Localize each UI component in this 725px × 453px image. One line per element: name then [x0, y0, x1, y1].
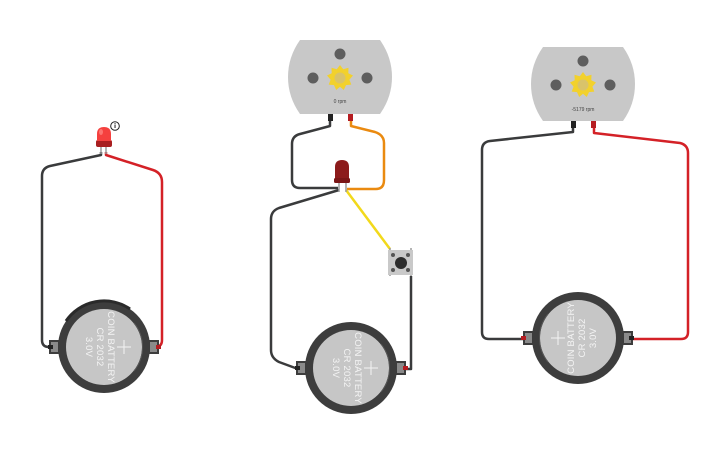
- plus-icon: [364, 361, 378, 375]
- coin-battery[interactable]: COIN BATTERY CR 2032 3.0V: [48, 299, 161, 393]
- dc-motor[interactable]: 0 rpm: [288, 40, 392, 121]
- wire-black-led-to-battery[interactable]: [40, 152, 103, 349]
- svg-text:CR 2032: CR 2032: [577, 319, 588, 358]
- svg-text:COIN BATTERY: COIN BATTERY: [352, 332, 363, 404]
- svg-text:COIN BATTERY: COIN BATTERY: [105, 311, 116, 383]
- wire-black-led-to-battery[interactable]: [269, 188, 340, 371]
- svg-text:-5179 rpm: -5179 rpm: [572, 107, 595, 113]
- plus-icon: [117, 340, 131, 354]
- led-lit[interactable]: [96, 127, 112, 154]
- circuit-3: -5179 rpm COIN BATTERY CR 2032 3.0V: [480, 47, 690, 384]
- circuit-2: 0 rpm: [269, 40, 413, 414]
- svg-text:CR 2032: CR 2032: [94, 328, 105, 367]
- wire-yellow-led-to-button[interactable]: [344, 189, 392, 250]
- wire-orange-motor-to-led[interactable]: [347, 120, 386, 191]
- wire-black-button-to-battery[interactable]: [405, 276, 413, 371]
- svg-text:3.0V: 3.0V: [330, 358, 341, 379]
- info-badge[interactable]: i: [110, 121, 120, 131]
- coin-battery[interactable]: COIN BATTERY CR 2032 3.0V: [521, 292, 634, 384]
- led-unlit[interactable]: [334, 160, 350, 192]
- wire-red-motor-to-battery[interactable]: [592, 128, 690, 341]
- svg-text:COIN BATTERY: COIN BATTERY: [566, 302, 577, 374]
- svg-text:CR 2032: CR 2032: [341, 349, 352, 388]
- pushbutton[interactable]: [388, 248, 413, 276]
- coin-battery[interactable]: COIN BATTERY CR 2032 3.0V: [295, 322, 408, 414]
- svg-text:0 rpm: 0 rpm: [334, 99, 347, 105]
- wire-black-motor-to-battery[interactable]: [480, 128, 575, 341]
- svg-text:i: i: [114, 123, 116, 130]
- dc-motor[interactable]: -5179 rpm: [531, 47, 635, 128]
- svg-text:3.0V: 3.0V: [588, 327, 599, 348]
- svg-text:3.0V: 3.0V: [83, 337, 94, 358]
- plus-icon: [551, 331, 565, 345]
- wire-black-motor-to-led[interactable]: [290, 120, 338, 190]
- circuit-1: i COIN BATTERY CR 2032 3.0V: [40, 121, 164, 393]
